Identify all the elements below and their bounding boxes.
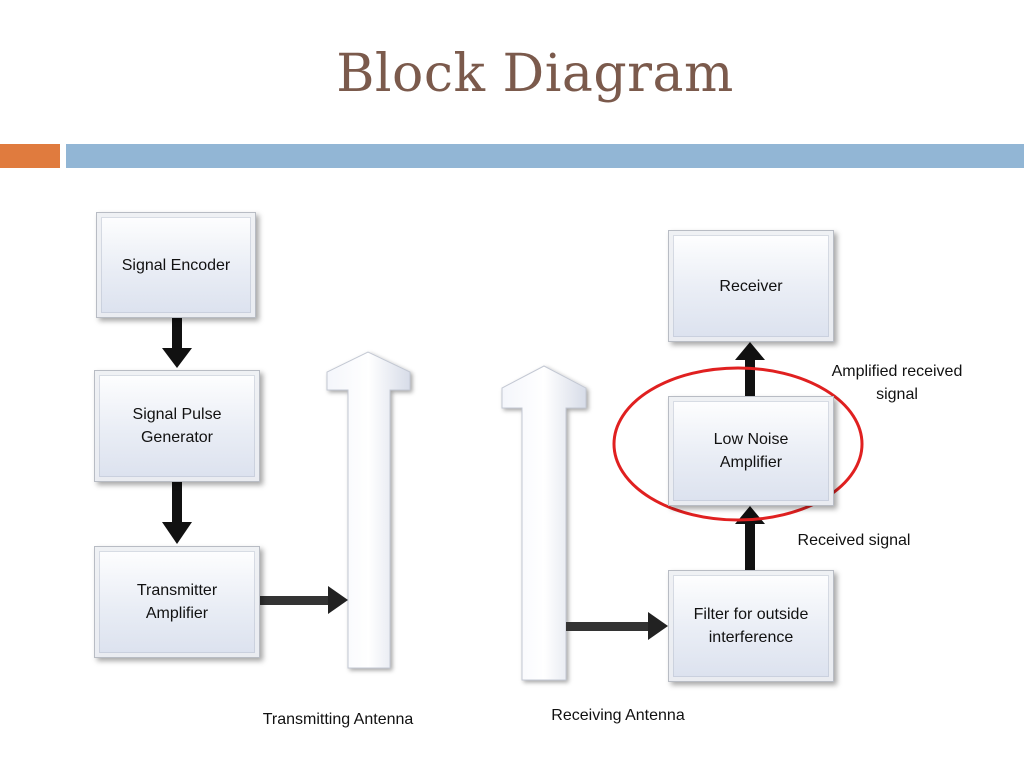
filter-block: Filter for outside interference [668, 570, 834, 682]
transmitter-amplifier-block: Transmitter Amplifier [94, 546, 260, 658]
receiving-antenna-label: Receiving Antenna [551, 707, 685, 724]
received-signal-label: Received signal [797, 532, 911, 549]
arrow-pulse-to-amplifier-icon [162, 482, 192, 544]
amplified-received-signal-label: Amplified received signal [831, 363, 963, 403]
signal-pulse-generator-block: Signal Pulse Generator [94, 370, 260, 482]
arrow-filter-to-lna-icon [735, 506, 765, 570]
transmitting-antenna-label: Transmitting Antenna [262, 711, 414, 728]
arrow-amplifier-to-tx-antenna-icon [260, 586, 348, 614]
signal-pulse-generator-label: Signal Pulse Generator [132, 406, 222, 446]
page-title: Block Diagram [336, 44, 734, 104]
accent-bar-orange [0, 144, 60, 168]
receiver-block: Receiver [668, 230, 834, 342]
filter-label: Filter for outside interference [693, 606, 809, 646]
highlight-ellipse [612, 366, 864, 522]
arrow-rx-antenna-to-filter-icon [566, 612, 668, 640]
receiver-label: Receiver [719, 277, 783, 295]
transmitter-amplifier-label: Transmitter Amplifier [136, 582, 218, 622]
arrow-encoder-to-pulse-icon [162, 318, 192, 368]
arrow-lna-to-receiver-icon [735, 342, 765, 396]
accent-bar-blue [66, 144, 1024, 168]
receiving-antenna-icon [501, 365, 587, 681]
transmitting-antenna-icon [326, 351, 411, 669]
signal-encoder-block: Signal Encoder [96, 212, 256, 318]
low-noise-amplifier-label: Low Noise Amplifier [713, 431, 789, 471]
signal-encoder-label: Signal Encoder [121, 256, 231, 274]
low-noise-amplifier-block: Low Noise Amplifier [668, 396, 834, 506]
